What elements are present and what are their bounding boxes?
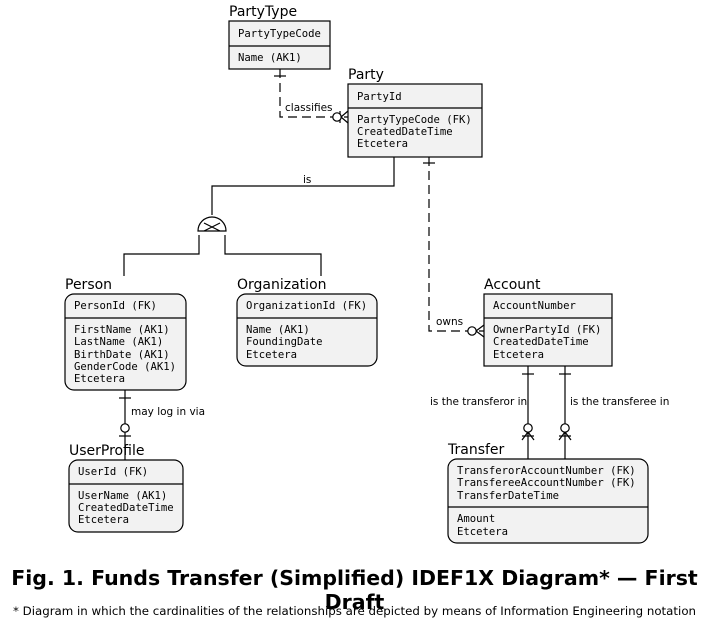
relationship-label: is the transferor in [430, 396, 527, 408]
figure-caption: Fig. 1. Funds Transfer (Simplified) IDEF… [11, 566, 698, 614]
entity-transfer: Transfer TransferorAccountNumber (FK) Tr… [447, 442, 649, 544]
crow-foot [475, 324, 485, 338]
key-attribute: TransferorAccountNumber (FK) [457, 465, 636, 477]
entity-title: PartyType [229, 4, 297, 20]
figure-footnote: * Diagram in which the cardinalities of … [12, 604, 697, 618]
attribute: GenderCode (AK1) [74, 361, 176, 373]
attribute: LastName (AK1) [74, 336, 163, 348]
attribute: Etcetera [357, 138, 408, 150]
entity-box [483, 293, 613, 367]
key-attribute: PersonId (FK) [74, 300, 157, 312]
attribute: Etcetera [457, 526, 508, 538]
key-attribute: TransferDateTime [457, 490, 559, 502]
attribute: Etcetera [493, 349, 544, 361]
attribute: Name (AK1) [246, 324, 310, 336]
attribute: Etcetera [74, 373, 125, 385]
entity-person: Person PersonId (FK) FirstName (AK1) Las… [64, 277, 187, 391]
relationship-is-subtype: is [123, 157, 395, 276]
optional-circle [467, 326, 477, 336]
relationship-may-log-in-via: may log in via [119, 390, 205, 460]
relationship-owns: owns [423, 157, 485, 338]
key-attribute: TransfereeAccountNumber (FK) [457, 477, 636, 489]
entity-title: Account [484, 277, 541, 293]
relationship-classifies: classifies [274, 69, 349, 124]
entity-party-type: PartyType PartyTypeCode Name (AK1) [228, 4, 331, 70]
entity-user-profile: UserProfile UserId (FK) UserName (AK1) C… [68, 443, 184, 533]
entity-box [68, 459, 184, 533]
entity-organization: Organization OrganizationId (FK) Name (A… [236, 277, 378, 367]
attribute: FoundingDate [246, 336, 323, 348]
entity-account: Account AccountNumber OwnerPartyId (FK) … [483, 277, 613, 367]
entity-box [447, 458, 649, 544]
entity-title: Party [348, 67, 384, 83]
entity-title: Organization [237, 277, 327, 293]
crow-foot [340, 110, 349, 124]
entity-box [228, 20, 331, 70]
relationship-label: is the transferee in [570, 396, 669, 408]
attribute: Etcetera [78, 514, 129, 526]
entity-box [236, 293, 378, 367]
attribute: Etcetera [246, 349, 297, 361]
exclusive-subtype-symbol [197, 216, 227, 232]
key-attribute: PartyTypeCode [238, 28, 321, 40]
optional-circle [560, 423, 570, 433]
relationship-label: owns [436, 316, 463, 328]
relationship-transferee: is the transferee in [558, 366, 669, 459]
relationship-label: may log in via [131, 406, 205, 418]
attribute: BirthDate (AK1) [74, 349, 170, 361]
key-attribute: PartyId [357, 91, 402, 103]
entity-party: Party PartyId PartyTypeCode (FK) Created… [347, 67, 483, 158]
attribute: Amount [457, 513, 495, 525]
entity-title: Person [65, 277, 112, 293]
optional-circle [120, 423, 130, 433]
relationship-label: classifies [285, 102, 333, 114]
entity-box [347, 83, 483, 158]
attribute: UserName (AK1) [78, 490, 167, 502]
relationship-transferor: is the transferor in [430, 366, 535, 459]
attribute: CreatedDateTime [357, 126, 453, 138]
attribute: FirstName (AK1) [74, 324, 170, 336]
key-attribute: AccountNumber [493, 300, 576, 312]
key-attribute: OrganizationId (FK) [246, 300, 367, 312]
optional-circle [332, 112, 342, 122]
optional-circle [523, 423, 533, 433]
entity-title: UserProfile [69, 443, 144, 459]
attribute: OwnerPartyId (FK) [493, 324, 601, 336]
attribute: Name (AK1) [238, 52, 302, 64]
attribute: PartyTypeCode (FK) [357, 114, 472, 126]
attribute: CreatedDateTime [493, 336, 589, 348]
entity-title: Transfer [447, 442, 505, 458]
relationship-label: is [303, 174, 311, 186]
attribute: CreatedDateTime [78, 502, 174, 514]
er-diagram: PartyType PartyTypeCode Name (AK1) Party… [64, 4, 669, 544]
key-attribute: UserId (FK) [78, 466, 148, 478]
